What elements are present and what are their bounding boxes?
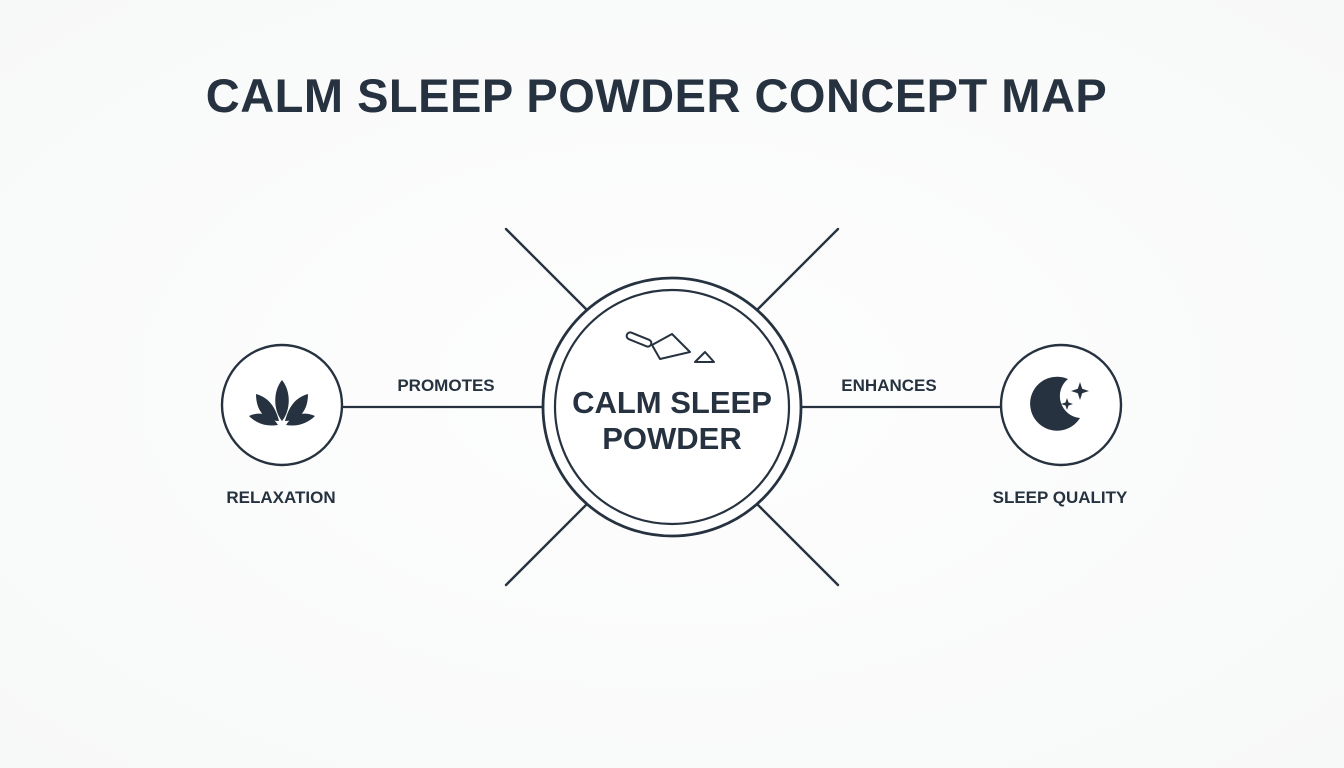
moon-stars-icon xyxy=(1030,376,1089,431)
sleep-quality-node[interactable] xyxy=(999,343,1123,467)
sleep-quality-label: SLEEP QUALITY xyxy=(993,488,1128,507)
spoke-top-right xyxy=(755,227,840,312)
center-outer-ring xyxy=(541,276,803,538)
center-label-line1: CALM SLEEP xyxy=(572,385,772,420)
center-label-line2: POWDER xyxy=(602,421,742,456)
relaxation-label: RELAXATION xyxy=(226,488,335,507)
edge-label-enhances: ENHANCES xyxy=(841,376,936,395)
lotus-icon xyxy=(249,380,315,426)
spoke-top-left xyxy=(504,227,589,312)
edge-label-promotes: PROMOTES xyxy=(397,376,494,395)
center-node[interactable]: CALM SLEEP POWDER xyxy=(541,276,803,538)
relaxation-node[interactable] xyxy=(220,343,344,467)
spoke-bottom-right xyxy=(755,502,840,587)
diagonal-spokes xyxy=(504,227,840,587)
powder-scoop-icon xyxy=(625,331,715,363)
center-inner-ring xyxy=(553,288,791,526)
page-title: CALM SLEEP POWDER CONCEPT MAP xyxy=(205,69,1108,122)
spoke-bottom-left xyxy=(504,502,589,587)
